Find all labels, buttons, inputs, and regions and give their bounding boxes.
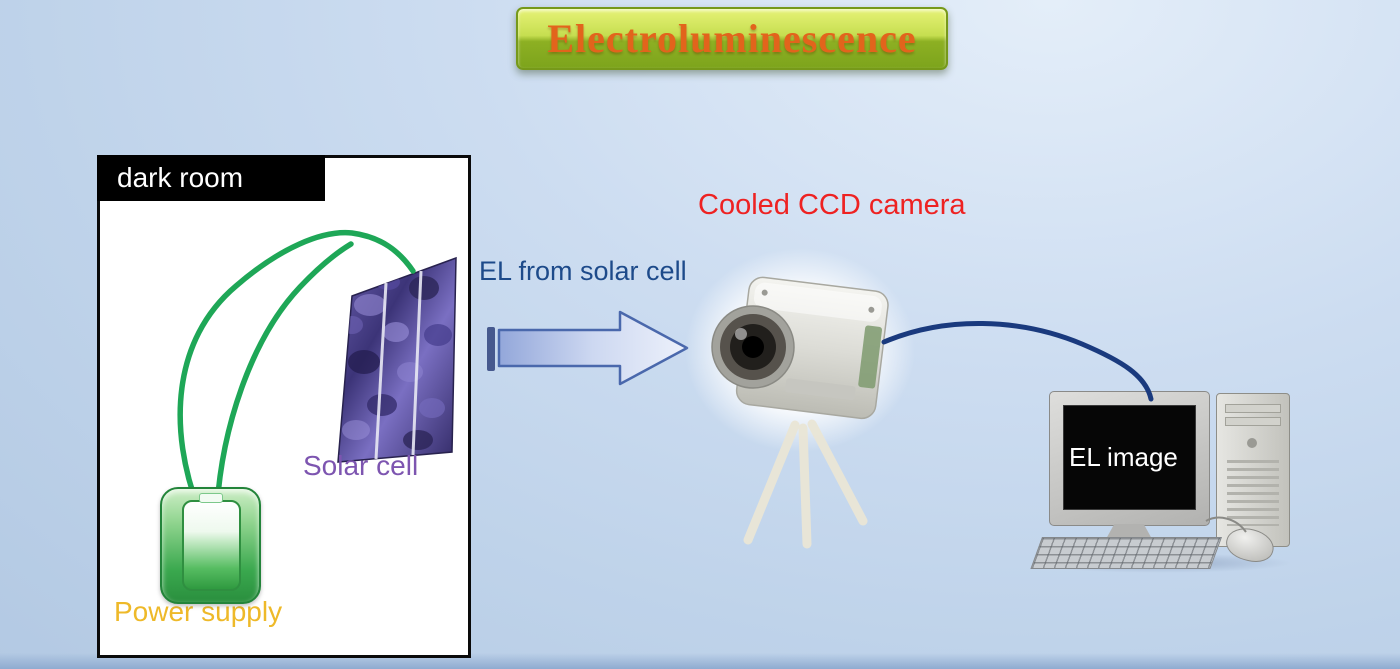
el-image-label: EL image: [1069, 442, 1178, 472]
camera-body: [735, 276, 889, 420]
computer-tower: [1216, 393, 1290, 547]
camera-lens: [711, 305, 795, 389]
monitor-screen: EL image: [1063, 405, 1196, 510]
battery-cap: [199, 493, 223, 503]
camera-to-computer-cable: [881, 320, 1154, 402]
tripod-legs: [743, 419, 868, 549]
monitor: EL image: [1049, 391, 1210, 526]
tower-power-button: [1247, 438, 1257, 448]
arrow-start-bar: [487, 327, 495, 371]
keyboard: [1030, 537, 1222, 569]
dark-room-box: dark room: [97, 155, 471, 658]
solar-cell-label: Solar cell: [303, 450, 419, 481]
tower-drive-bay: [1225, 417, 1281, 426]
power-supply-icon: [160, 487, 261, 604]
monitor-stand: [1106, 524, 1152, 539]
tower-vent: [1227, 460, 1279, 526]
el-from-solar-cell-label: EL from solar cell: [479, 256, 687, 286]
dark-room-label: dark room: [97, 155, 325, 201]
cooled-ccd-camera-label: Cooled CCD camera: [698, 189, 966, 221]
ccd-camera-illustration: [711, 276, 889, 420]
camera-glow: [685, 248, 915, 452]
title-banner: Electroluminescence: [516, 7, 948, 70]
title-banner-label: Electroluminescence: [547, 16, 917, 61]
tower-drive-bay: [1225, 404, 1281, 413]
el-flow-arrow: [487, 310, 689, 386]
camera-pcb: [858, 325, 883, 389]
battery-icon: [182, 500, 241, 591]
